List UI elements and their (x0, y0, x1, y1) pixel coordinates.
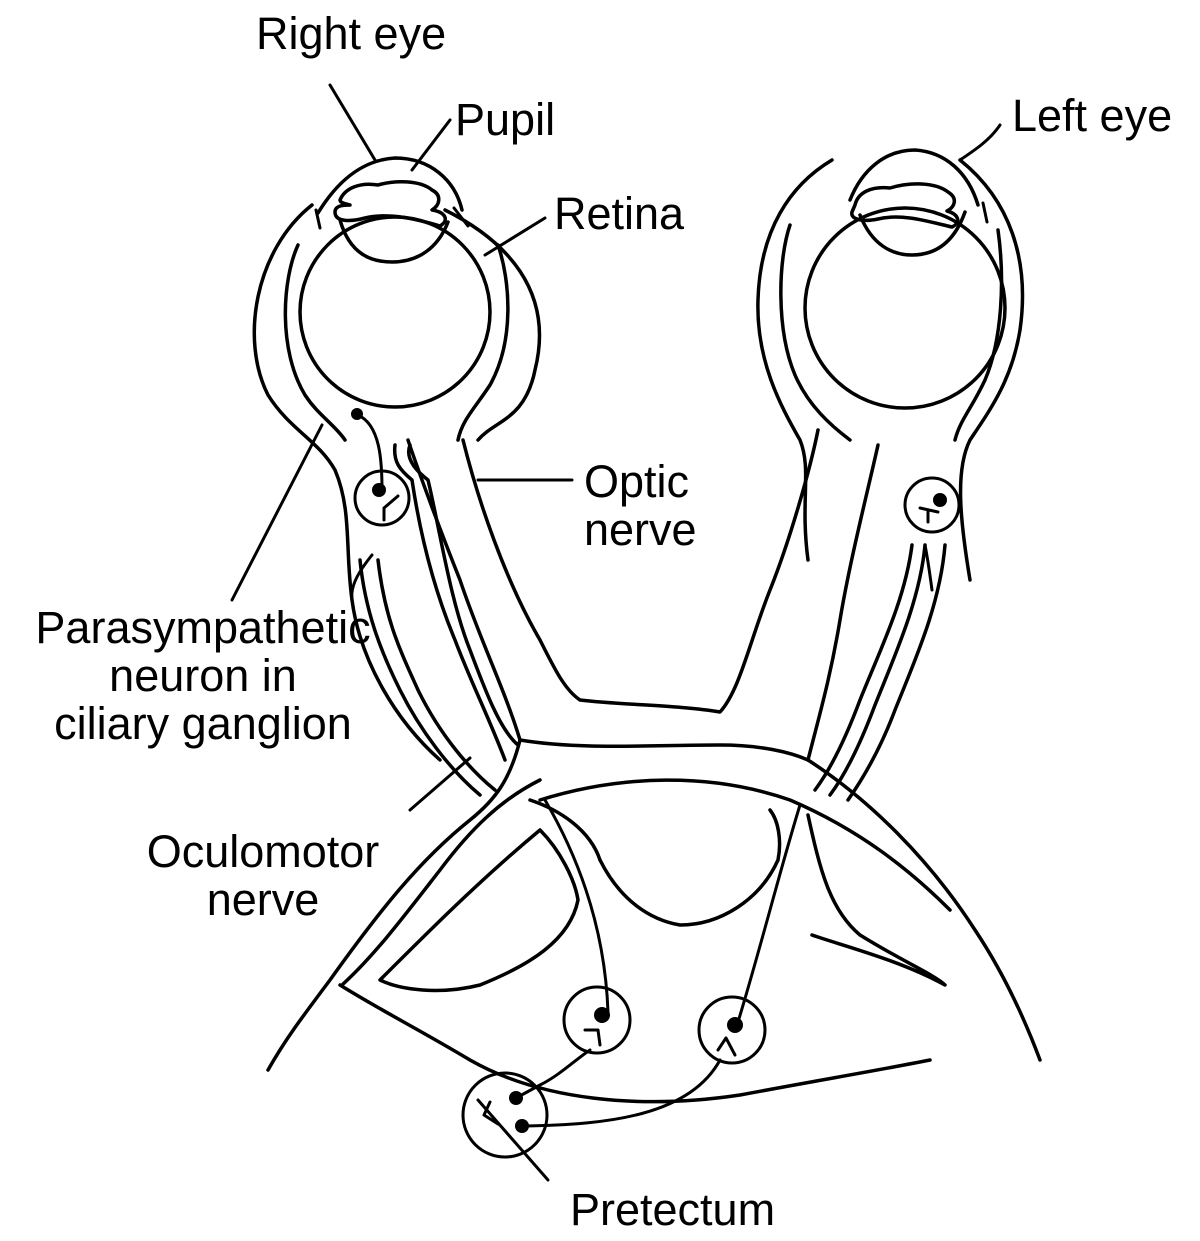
right-eyeball (300, 217, 490, 407)
parasympathetic-leader (232, 425, 322, 600)
pretectal-link-right (522, 1060, 720, 1126)
left-ciliary-ganglion (905, 478, 959, 532)
optic-tract-arc (540, 780, 950, 910)
left-ciliary-ganglion-circle (905, 478, 959, 532)
right-ciliary-neuron-dot (372, 483, 386, 497)
left-ciliary-synapse (920, 508, 938, 522)
right-iris (335, 182, 445, 226)
pupil-label: Pupil (455, 96, 555, 144)
pretectal-neuron-right-synapse (718, 1038, 735, 1055)
retinal-fiber-right (738, 805, 800, 1022)
right-eye-outer-sheath-right (445, 210, 539, 440)
left-optic-nerve-right-edge (808, 445, 878, 760)
pretectal-circuit (463, 800, 800, 1180)
right-eye-inner-sheath (285, 245, 345, 440)
right-eye-label: Right eye (256, 10, 446, 58)
left-ciliary-neuron-dot (933, 493, 947, 507)
right-optic-nerve-left-edge (268, 440, 520, 1070)
pretectum-label: Pretectum (570, 1186, 775, 1234)
retina-leader (485, 218, 545, 255)
right-ciliary-axon-terminal (351, 408, 363, 420)
left-eye-lower-sheath (925, 545, 932, 590)
midbrain-base (340, 985, 930, 1102)
pupil-leader (412, 120, 450, 170)
oculomotor-leader (410, 758, 470, 810)
pretectal-neuron-right-dot (727, 1017, 743, 1033)
left-eyeball (805, 208, 1005, 408)
oculomotor-nerve-label: Oculomotor nerve (122, 828, 404, 924)
left-eye-label: Left eye (1012, 92, 1172, 140)
right-eye-leader (330, 85, 375, 160)
left-eye-sclera-tick-right (983, 203, 987, 222)
optic-tract-inner-right (808, 815, 945, 985)
pretectal-neuron-left-synapse (585, 1030, 600, 1045)
optic-nerve-label: Optic nerve (584, 458, 697, 554)
retina-label: Retina (554, 190, 684, 238)
left-eye-inner-sheath (781, 225, 850, 440)
left-iris (852, 184, 958, 227)
left-eye-leader (960, 125, 1000, 160)
left-eye (758, 150, 1023, 580)
optic-chiasm-left-branch (520, 740, 808, 760)
left-eye-cornea (850, 150, 978, 205)
midbrain-center (600, 810, 780, 925)
right-ciliary-synapse (384, 496, 398, 520)
left-eye-outer-sheath-right (960, 160, 1023, 580)
parasympathetic-neuron-label: Parasympathetic neuron in ciliary gangli… (6, 604, 400, 748)
optic-chiasm-right-branch (808, 760, 1040, 1060)
pretectum-circle (463, 1073, 547, 1157)
